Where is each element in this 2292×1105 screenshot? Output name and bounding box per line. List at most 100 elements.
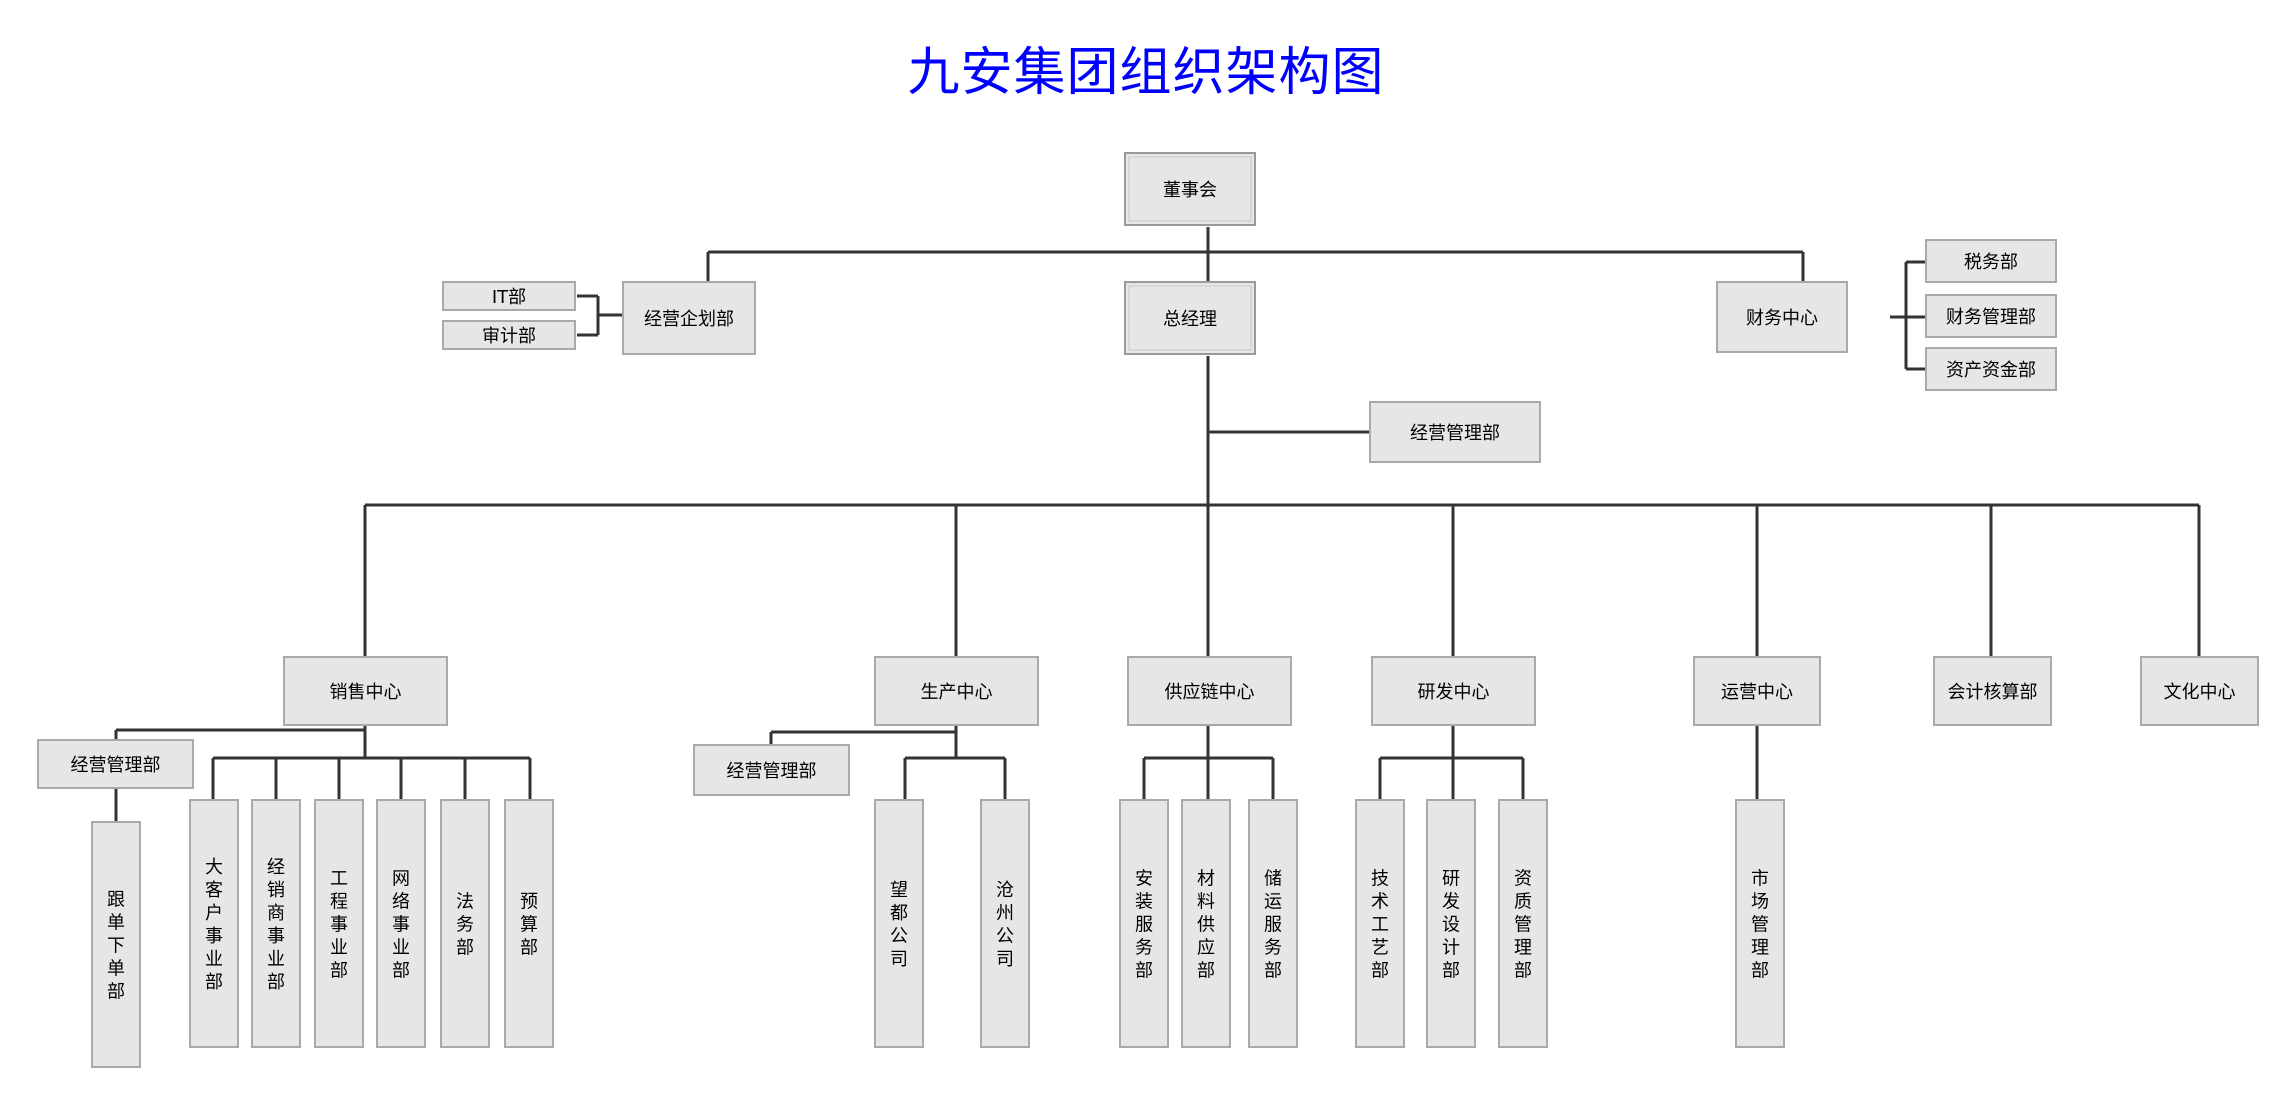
node-label-char: 法 (456, 892, 474, 913)
org-node-tech-process: 技术工艺部 (1355, 799, 1405, 1048)
node-label-char: 艺 (1371, 938, 1389, 959)
org-node-install-service: 安装服务部 (1119, 799, 1169, 1048)
node-label-char: 计 (1442, 938, 1460, 959)
node-box (622, 281, 756, 355)
org-node-op-mgmt: 经营管理部 (1369, 401, 1541, 463)
node-label: 工程事业部 (330, 869, 348, 982)
node-label-char: 管 (1751, 915, 1769, 936)
org-node-culture: 文化中心 (2140, 656, 2259, 726)
node-label-char: 业 (205, 949, 223, 970)
node-box (1925, 294, 2057, 338)
node-box-inner (1128, 285, 1252, 351)
org-node-production: 生产中心 (874, 656, 1039, 726)
node-label-char: 程 (330, 892, 348, 913)
node-box (37, 739, 194, 789)
org-node-accounting: 会计核算部 (1933, 656, 2052, 726)
node-label-char: 材 (1197, 869, 1215, 890)
node-label: 经营管理部 (71, 755, 161, 776)
node-label-char: 部 (107, 982, 125, 1003)
org-node-prod-op-mgmt: 经营管理部 (693, 744, 850, 796)
node-label-char: 工 (330, 869, 348, 890)
org-node-legal: 法务部 (440, 799, 490, 1048)
org-node-gm: 总经理 (1124, 281, 1256, 355)
node-label-char: 部 (205, 972, 223, 993)
node-box (251, 799, 301, 1048)
node-label: 经销商事业部 (267, 857, 285, 993)
node-label-char: 商 (267, 903, 285, 924)
node-label-char: 服 (1264, 915, 1282, 936)
org-node-budget: 预算部 (504, 799, 554, 1048)
node-label: 安装服务部 (1135, 869, 1153, 982)
node-box (442, 281, 576, 311)
node-box (1371, 656, 1536, 726)
node-label-char: 业 (267, 949, 285, 970)
node-label: 会计核算部 (1948, 682, 2038, 703)
node-label-char: 络 (392, 892, 410, 913)
node-box (693, 744, 850, 796)
node-label-char: 部 (456, 938, 474, 959)
org-node-supply: 供应链中心 (1127, 656, 1292, 726)
node-label: 预算部 (520, 892, 538, 959)
node-label-char: 务 (456, 915, 474, 936)
node-label-char: 部 (1264, 961, 1282, 982)
node-label: 资产资金部 (1946, 360, 2036, 381)
node-label-char: 部 (1442, 961, 1460, 982)
chart-title: 九安集团组织架构图 (907, 43, 1385, 103)
node-label-char: 场 (1751, 892, 1769, 913)
org-node-order-follow: 跟单下单部 (91, 821, 141, 1068)
node-label-char: 务 (1135, 938, 1153, 959)
node-box-inner (1128, 156, 1252, 222)
node-label-char: 公 (996, 926, 1014, 947)
node-label: 资质管理部 (1514, 869, 1532, 982)
node-label-char: 司 (996, 949, 1014, 970)
org-node-op-planning: 经营企划部 (622, 281, 756, 355)
node-label-char: 司 (890, 949, 908, 970)
node-label-char: 公 (890, 926, 908, 947)
org-node-qualification: 资质管理部 (1498, 799, 1548, 1048)
node-box (504, 799, 554, 1048)
node-label: 财务中心 (1746, 308, 1818, 329)
node-label-char: 跟 (107, 890, 125, 911)
node-label-char: 部 (1751, 961, 1769, 982)
node-box (442, 320, 576, 350)
node-label-char: 部 (1135, 961, 1153, 982)
node-box (1127, 656, 1292, 726)
node-label: 销售中心 (330, 682, 402, 703)
node-box (283, 656, 448, 726)
node-label: 经营管理部 (1410, 423, 1500, 444)
org-node-wangdu: 望都公司 (874, 799, 924, 1048)
node-label-char: 客 (205, 880, 223, 901)
node-label-char: 预 (520, 892, 538, 913)
node-label-char: 务 (1264, 938, 1282, 959)
node-box (1925, 239, 2057, 283)
node-label-char: 发 (1442, 892, 1460, 913)
node-label: IT部 (492, 287, 526, 308)
org-node-network: 网络事业部 (376, 799, 426, 1048)
node-label-char: 销 (267, 880, 285, 901)
node-label-char: 事 (392, 915, 410, 936)
node-box (874, 656, 1039, 726)
node-box (1124, 281, 1256, 355)
node-box (2140, 656, 2259, 726)
node-label-char: 部 (1197, 961, 1215, 982)
node-label-char: 应 (1197, 938, 1215, 959)
node-label-char: 望 (890, 880, 908, 901)
node-label-char: 装 (1135, 892, 1153, 913)
org-node-sales: 销售中心 (283, 656, 448, 726)
org-nodes: 董事会总经理经营企划部IT部审计部财务中心税务部财务管理部资产资金部经营管理部销… (37, 152, 2259, 1068)
org-node-audit: 审计部 (442, 320, 576, 350)
node-label: 审计部 (482, 326, 536, 347)
node-label: 法务部 (456, 892, 474, 959)
node-label: 供应链中心 (1165, 682, 1255, 703)
node-label: 网络事业部 (392, 869, 410, 982)
node-label: 总经理 (1163, 309, 1217, 330)
org-node-tax: 税务部 (1925, 239, 2057, 283)
node-label-char: 沧 (996, 880, 1014, 901)
node-label-char: 大 (205, 857, 223, 878)
node-label-char: 经 (267, 857, 285, 878)
node-label-char: 网 (392, 869, 410, 890)
node-label-char: 算 (520, 915, 538, 936)
node-label-char: 州 (996, 903, 1014, 924)
node-label-char: 服 (1135, 915, 1153, 936)
org-node-operations: 运营中心 (1693, 656, 1821, 726)
